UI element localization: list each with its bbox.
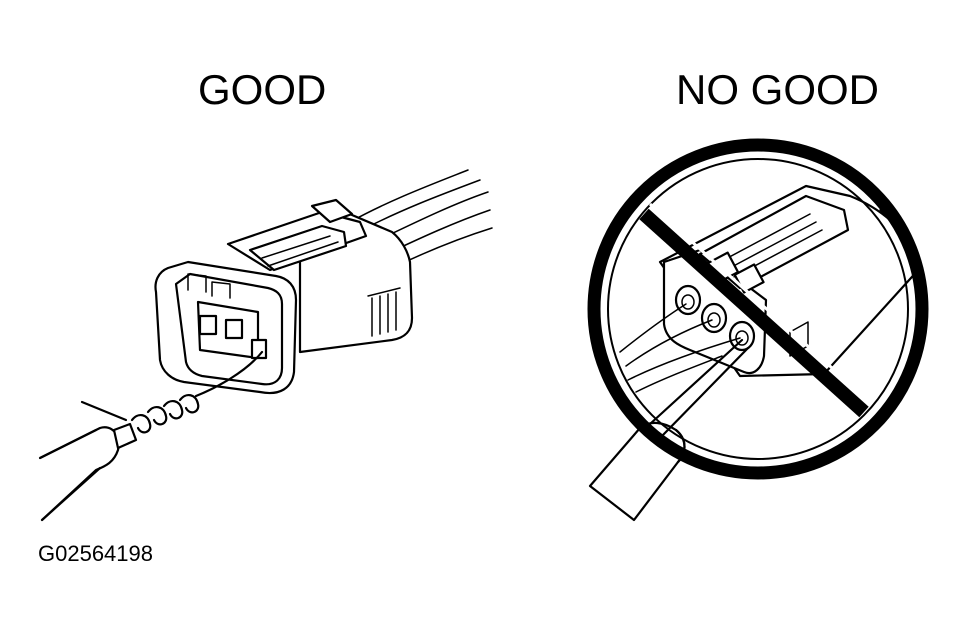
good-probe-icon <box>38 350 264 522</box>
good-connector-icon <box>154 169 493 395</box>
prohibited-icon <box>587 138 929 480</box>
no-good-label: NO GOOD <box>676 66 880 113</box>
no-good-connector-icon <box>658 184 922 378</box>
figure-code: G02564198 <box>38 541 153 566</box>
good-label: GOOD <box>198 66 327 113</box>
